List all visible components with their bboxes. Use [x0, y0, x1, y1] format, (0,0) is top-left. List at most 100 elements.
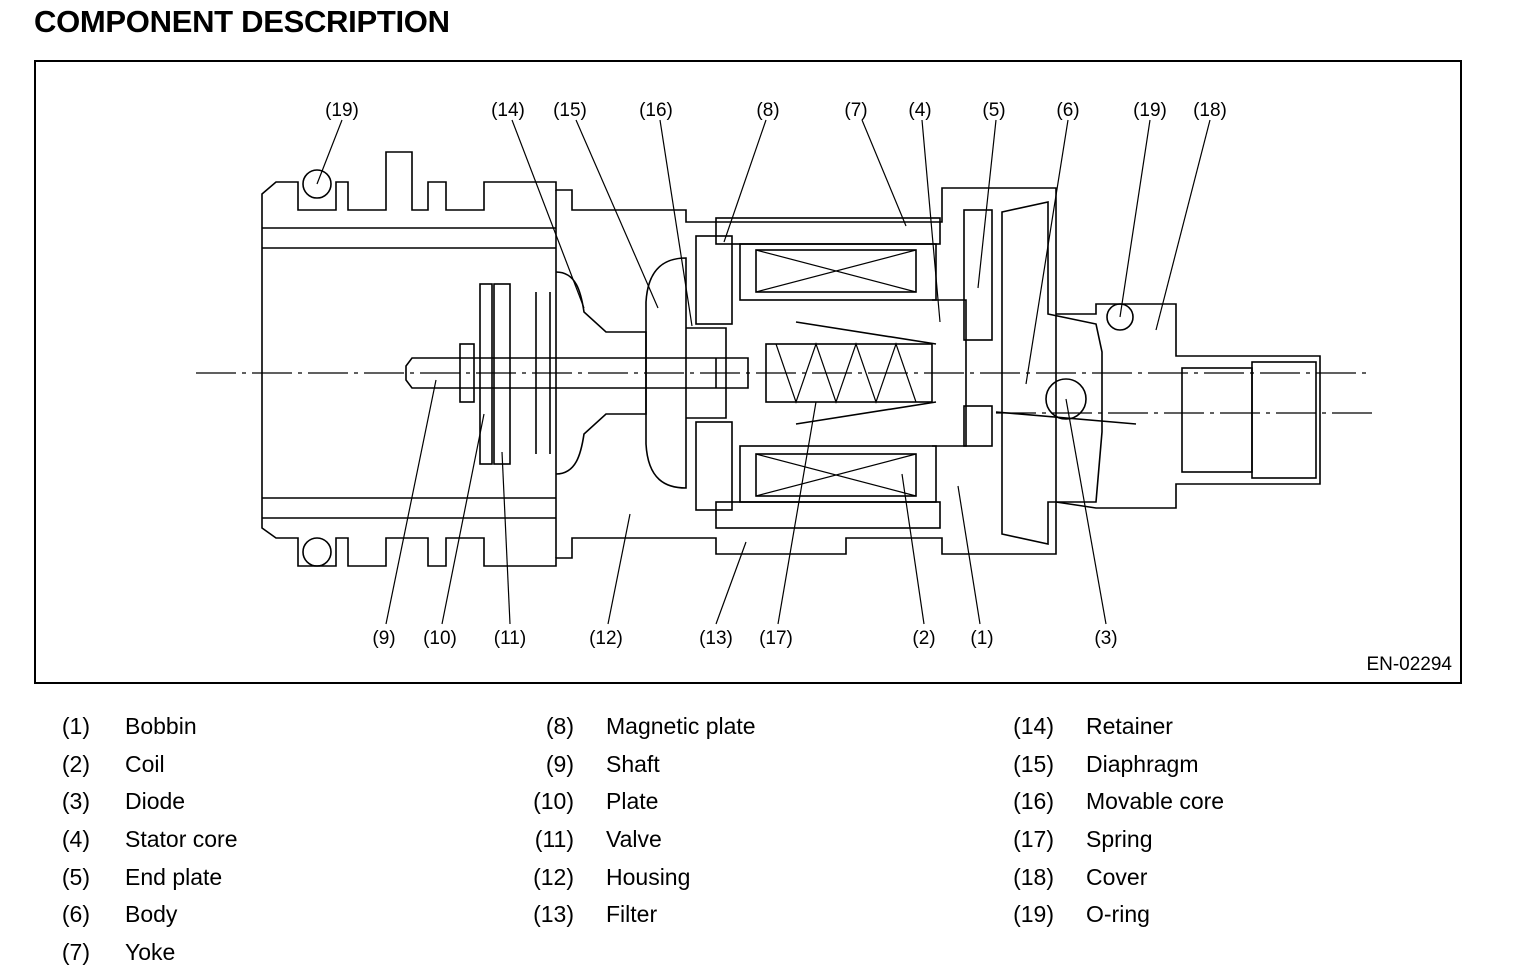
- callout-17: (17): [759, 628, 793, 649]
- legend-number: (8): [545, 713, 574, 740]
- legend-item: (16) Movable core: [1008, 783, 1224, 821]
- stator-core: [932, 299, 967, 447]
- legend-label: Stator core: [125, 826, 238, 853]
- connector-shell: [1251, 361, 1317, 479]
- legend-label: Bobbin: [125, 713, 197, 740]
- bobbin-bottom: [739, 445, 937, 503]
- callout-19-left: (19): [325, 100, 359, 121]
- legend-label: Spring: [1086, 826, 1153, 853]
- shaft: [405, 357, 749, 389]
- cover: [1055, 303, 1321, 509]
- legend-label: Coil: [125, 750, 165, 777]
- legend-label: O-ring: [1086, 901, 1150, 928]
- figure-code: EN-02294: [1366, 654, 1452, 675]
- page-title: COMPONENT DESCRIPTION: [34, 4, 450, 39]
- legend-number: (17): [1013, 826, 1054, 853]
- magnetic-plate-bottom: [695, 421, 733, 511]
- cross-section-drawing: (19) (14) (15) (16) (8) (7) (4) (5) (6) …: [196, 100, 1372, 649]
- legend-label: Magnetic plate: [606, 713, 756, 740]
- legend-item: (15) Diaphragm: [1008, 746, 1224, 784]
- legend-label: Retainer: [1086, 713, 1173, 740]
- legend-column-3: (14)Retainer (15)Diaphragm (16)Movable c…: [1008, 708, 1224, 934]
- legend-item: (13) Filter: [528, 896, 756, 934]
- legend-number: (18): [1013, 863, 1054, 890]
- callout-6: (6): [1056, 100, 1079, 121]
- callout-1: (1): [970, 628, 993, 649]
- legend-item: (2) Coil: [58, 746, 238, 784]
- legend-item: (11) Valve: [528, 821, 756, 859]
- legend-label: Diaphragm: [1086, 750, 1199, 777]
- callout-7: (7): [844, 100, 867, 121]
- legend-column-2: (8) Magnetic plate (9)Shaft (10) Plate (11…: [528, 708, 756, 934]
- legend-number: (5): [61, 863, 90, 890]
- legend-label: Filter: [606, 901, 658, 928]
- callout-11: (11): [494, 628, 526, 649]
- legend-label: Body: [125, 901, 178, 928]
- legend-number: (1): [61, 713, 90, 740]
- housing-outline: [261, 151, 1057, 567]
- coil-bottom: [755, 453, 917, 497]
- legend-item: (9)Shaft: [528, 746, 756, 784]
- legend-item: (10) Plate: [528, 783, 756, 821]
- legend-number: (15): [1013, 750, 1054, 777]
- callout-19-right: (19): [1133, 100, 1167, 121]
- callout-3: (3): [1094, 628, 1117, 649]
- callout-4: (4): [908, 100, 931, 121]
- spring-seat: [765, 343, 933, 403]
- component-diagram: (19) (14) (15) (16) (8) (7) (4) (5) (6) …: [34, 60, 1462, 684]
- leader-lines: [316, 119, 1211, 625]
- legend-label: End plate: [125, 863, 223, 890]
- legend-number: (19): [1013, 901, 1054, 928]
- legend-item: (6) Body: [58, 896, 238, 934]
- legend-label: Plate: [606, 788, 659, 815]
- callout-5: (5): [982, 100, 1005, 121]
- plate: [459, 343, 475, 403]
- legend-number: (13): [533, 901, 574, 928]
- o-ring-bottom-left: [302, 537, 332, 567]
- movable-core: [686, 327, 727, 419]
- legend-item: (12) Housing: [528, 858, 756, 896]
- connector-inner: [1181, 367, 1253, 473]
- legend-item: (5) End plate: [58, 858, 238, 896]
- callout-14: (14): [491, 100, 525, 121]
- magnetic-plate-top: [695, 235, 733, 325]
- legend-number: (10): [533, 788, 574, 815]
- legend-number: (12): [533, 863, 574, 890]
- legend-number: (2): [61, 750, 90, 777]
- legend-number: (11): [534, 826, 574, 853]
- callout-18: (18): [1193, 100, 1227, 121]
- legend-label: Movable core: [1086, 788, 1225, 815]
- legend-number: (6): [61, 901, 90, 928]
- legend-label: Housing: [606, 863, 691, 890]
- legend-item: (8) Magnetic plate: [528, 708, 756, 746]
- legend-label: Diode: [125, 788, 186, 815]
- plate-disc: [479, 283, 493, 465]
- callout-9: (9): [372, 628, 395, 649]
- spring: [775, 342, 917, 404]
- legend-label: Shaft: [606, 750, 660, 777]
- callout-8: (8): [756, 100, 779, 121]
- end-plate-bottom: [963, 405, 993, 447]
- legend-item: (17) Spring: [1008, 821, 1224, 859]
- callout-2: (2): [912, 628, 935, 649]
- legend-item: (1) Bobbin: [58, 708, 238, 746]
- legend-item: (18) Cover: [1008, 858, 1224, 896]
- legend-item: (4)Stator core: [58, 821, 238, 859]
- end-plate-top: [963, 209, 993, 341]
- legend-number: (3): [61, 788, 90, 815]
- callout-13: (13): [699, 628, 733, 649]
- legend-label: Cover: [1086, 863, 1148, 890]
- legend-item: (3) Diode: [58, 783, 238, 821]
- o-ring-right: [1106, 303, 1134, 331]
- body: [1001, 201, 1103, 545]
- legend-item: (19) O-ring: [1008, 896, 1224, 934]
- legend-column-1: (1) Bobbin (2) Coil (3) Diode (4)Stator cor…: [58, 708, 238, 971]
- o-ring-top-left: [302, 169, 332, 199]
- legend-number: (16): [1013, 788, 1054, 815]
- legend-label: Valve: [606, 826, 662, 853]
- legend-item: (7)Yoke: [58, 934, 238, 972]
- callout-15: (15): [553, 100, 587, 121]
- valve: [493, 283, 511, 465]
- callout-16: (16): [639, 100, 673, 121]
- legend-label: Yoke: [125, 938, 176, 965]
